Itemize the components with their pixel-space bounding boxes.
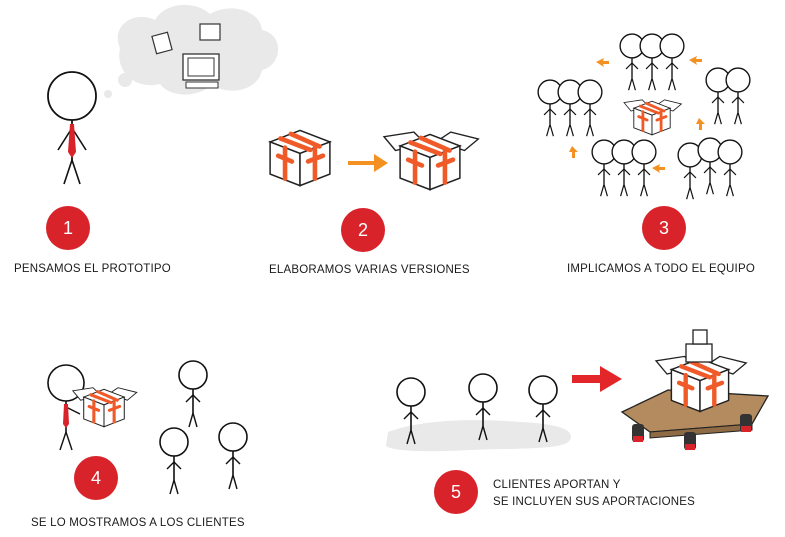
step-5-caption-line2: SE INCLUYEN SUS APORTACIONES <box>493 496 696 508</box>
step-1-badge: 1 <box>46 206 90 250</box>
step-4-caption: SE LO MOSTRAMOS A LOS CLIENTES <box>31 517 245 529</box>
step-3-caption: IMPLICAMOS A TODO EL EQUIPO <box>567 263 755 275</box>
step5-illustration <box>386 329 770 452</box>
step-1-caption: PENSAMOS EL PROTOTIPO <box>14 263 171 275</box>
step-5-caption-line1: CLIENTES APORTAN Y <box>493 479 621 491</box>
step-2-badge: 2 <box>341 208 385 252</box>
step-4-badge: 4 <box>74 456 118 500</box>
step-3-badge: 3 <box>642 206 686 250</box>
step-5-badge: 5 <box>434 470 478 514</box>
step-5-caption: CLIENTES APORTAN Y SE INCLUYEN SUS APORT… <box>493 477 695 511</box>
step2-illustration <box>270 130 478 189</box>
step1-illustration <box>47 4 279 185</box>
step4-illustration <box>47 360 248 495</box>
step-2-caption: ELABORAMOS VARIAS VERSIONES <box>269 264 470 276</box>
step3-illustration <box>537 33 751 200</box>
